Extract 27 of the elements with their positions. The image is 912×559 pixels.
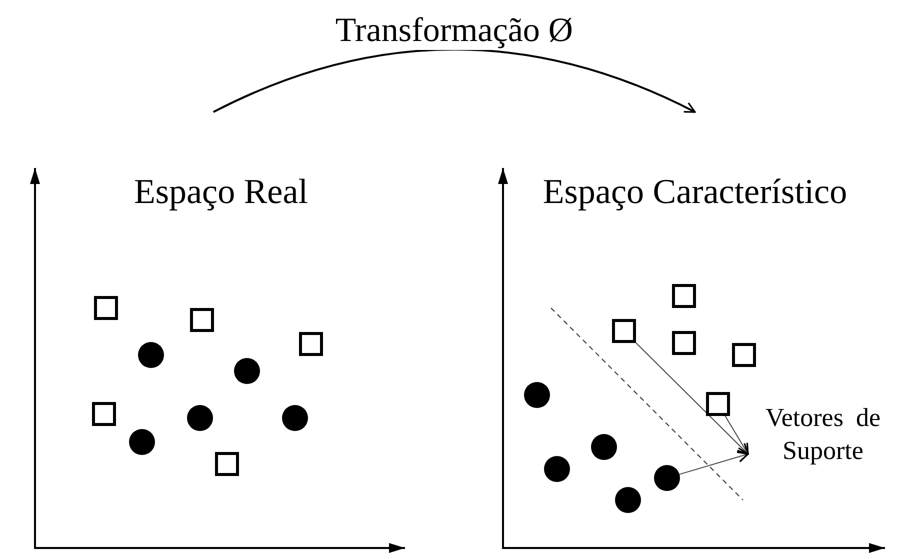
- dot-marker: [282, 405, 308, 431]
- leader-arrow: [636, 342, 749, 455]
- leader-arrow: [678, 451, 749, 475]
- square-marker: [92, 402, 116, 426]
- square-marker: [612, 319, 636, 343]
- dot-marker: [524, 382, 550, 408]
- leader-arrow: [724, 416, 749, 455]
- dot-marker: [187, 405, 213, 431]
- dot-marker: [129, 429, 155, 455]
- square-marker: [672, 284, 696, 308]
- dot-marker: [654, 465, 680, 491]
- panel-title: Espaço Característico: [542, 172, 848, 212]
- dot-marker: [138, 342, 164, 368]
- dot-marker: [591, 434, 617, 460]
- dot-marker: [615, 487, 641, 513]
- curved-arrow: [212, 48, 696, 114]
- square-marker: [732, 343, 756, 367]
- annotation-text: Vetores de Suporte: [748, 402, 898, 482]
- square-marker: [190, 308, 214, 332]
- square-marker: [706, 392, 730, 416]
- square-marker: [94, 296, 118, 320]
- square-marker: [672, 331, 696, 355]
- dot-marker: [544, 456, 570, 482]
- panel-title: Espaço Real: [134, 172, 308, 212]
- square-marker: [299, 332, 323, 356]
- square-marker: [215, 452, 239, 476]
- dot-marker: [234, 358, 260, 384]
